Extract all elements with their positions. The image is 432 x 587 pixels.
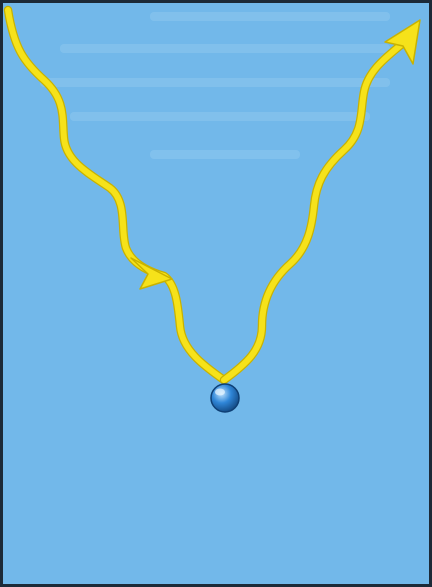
ghost-line xyxy=(60,44,390,53)
particle-sphere-icon xyxy=(211,384,239,412)
ghost-line xyxy=(150,12,390,21)
ghost-line xyxy=(150,150,300,159)
particle-highlight xyxy=(215,389,225,396)
ghost-line xyxy=(40,78,390,87)
ghost-line xyxy=(70,112,370,121)
